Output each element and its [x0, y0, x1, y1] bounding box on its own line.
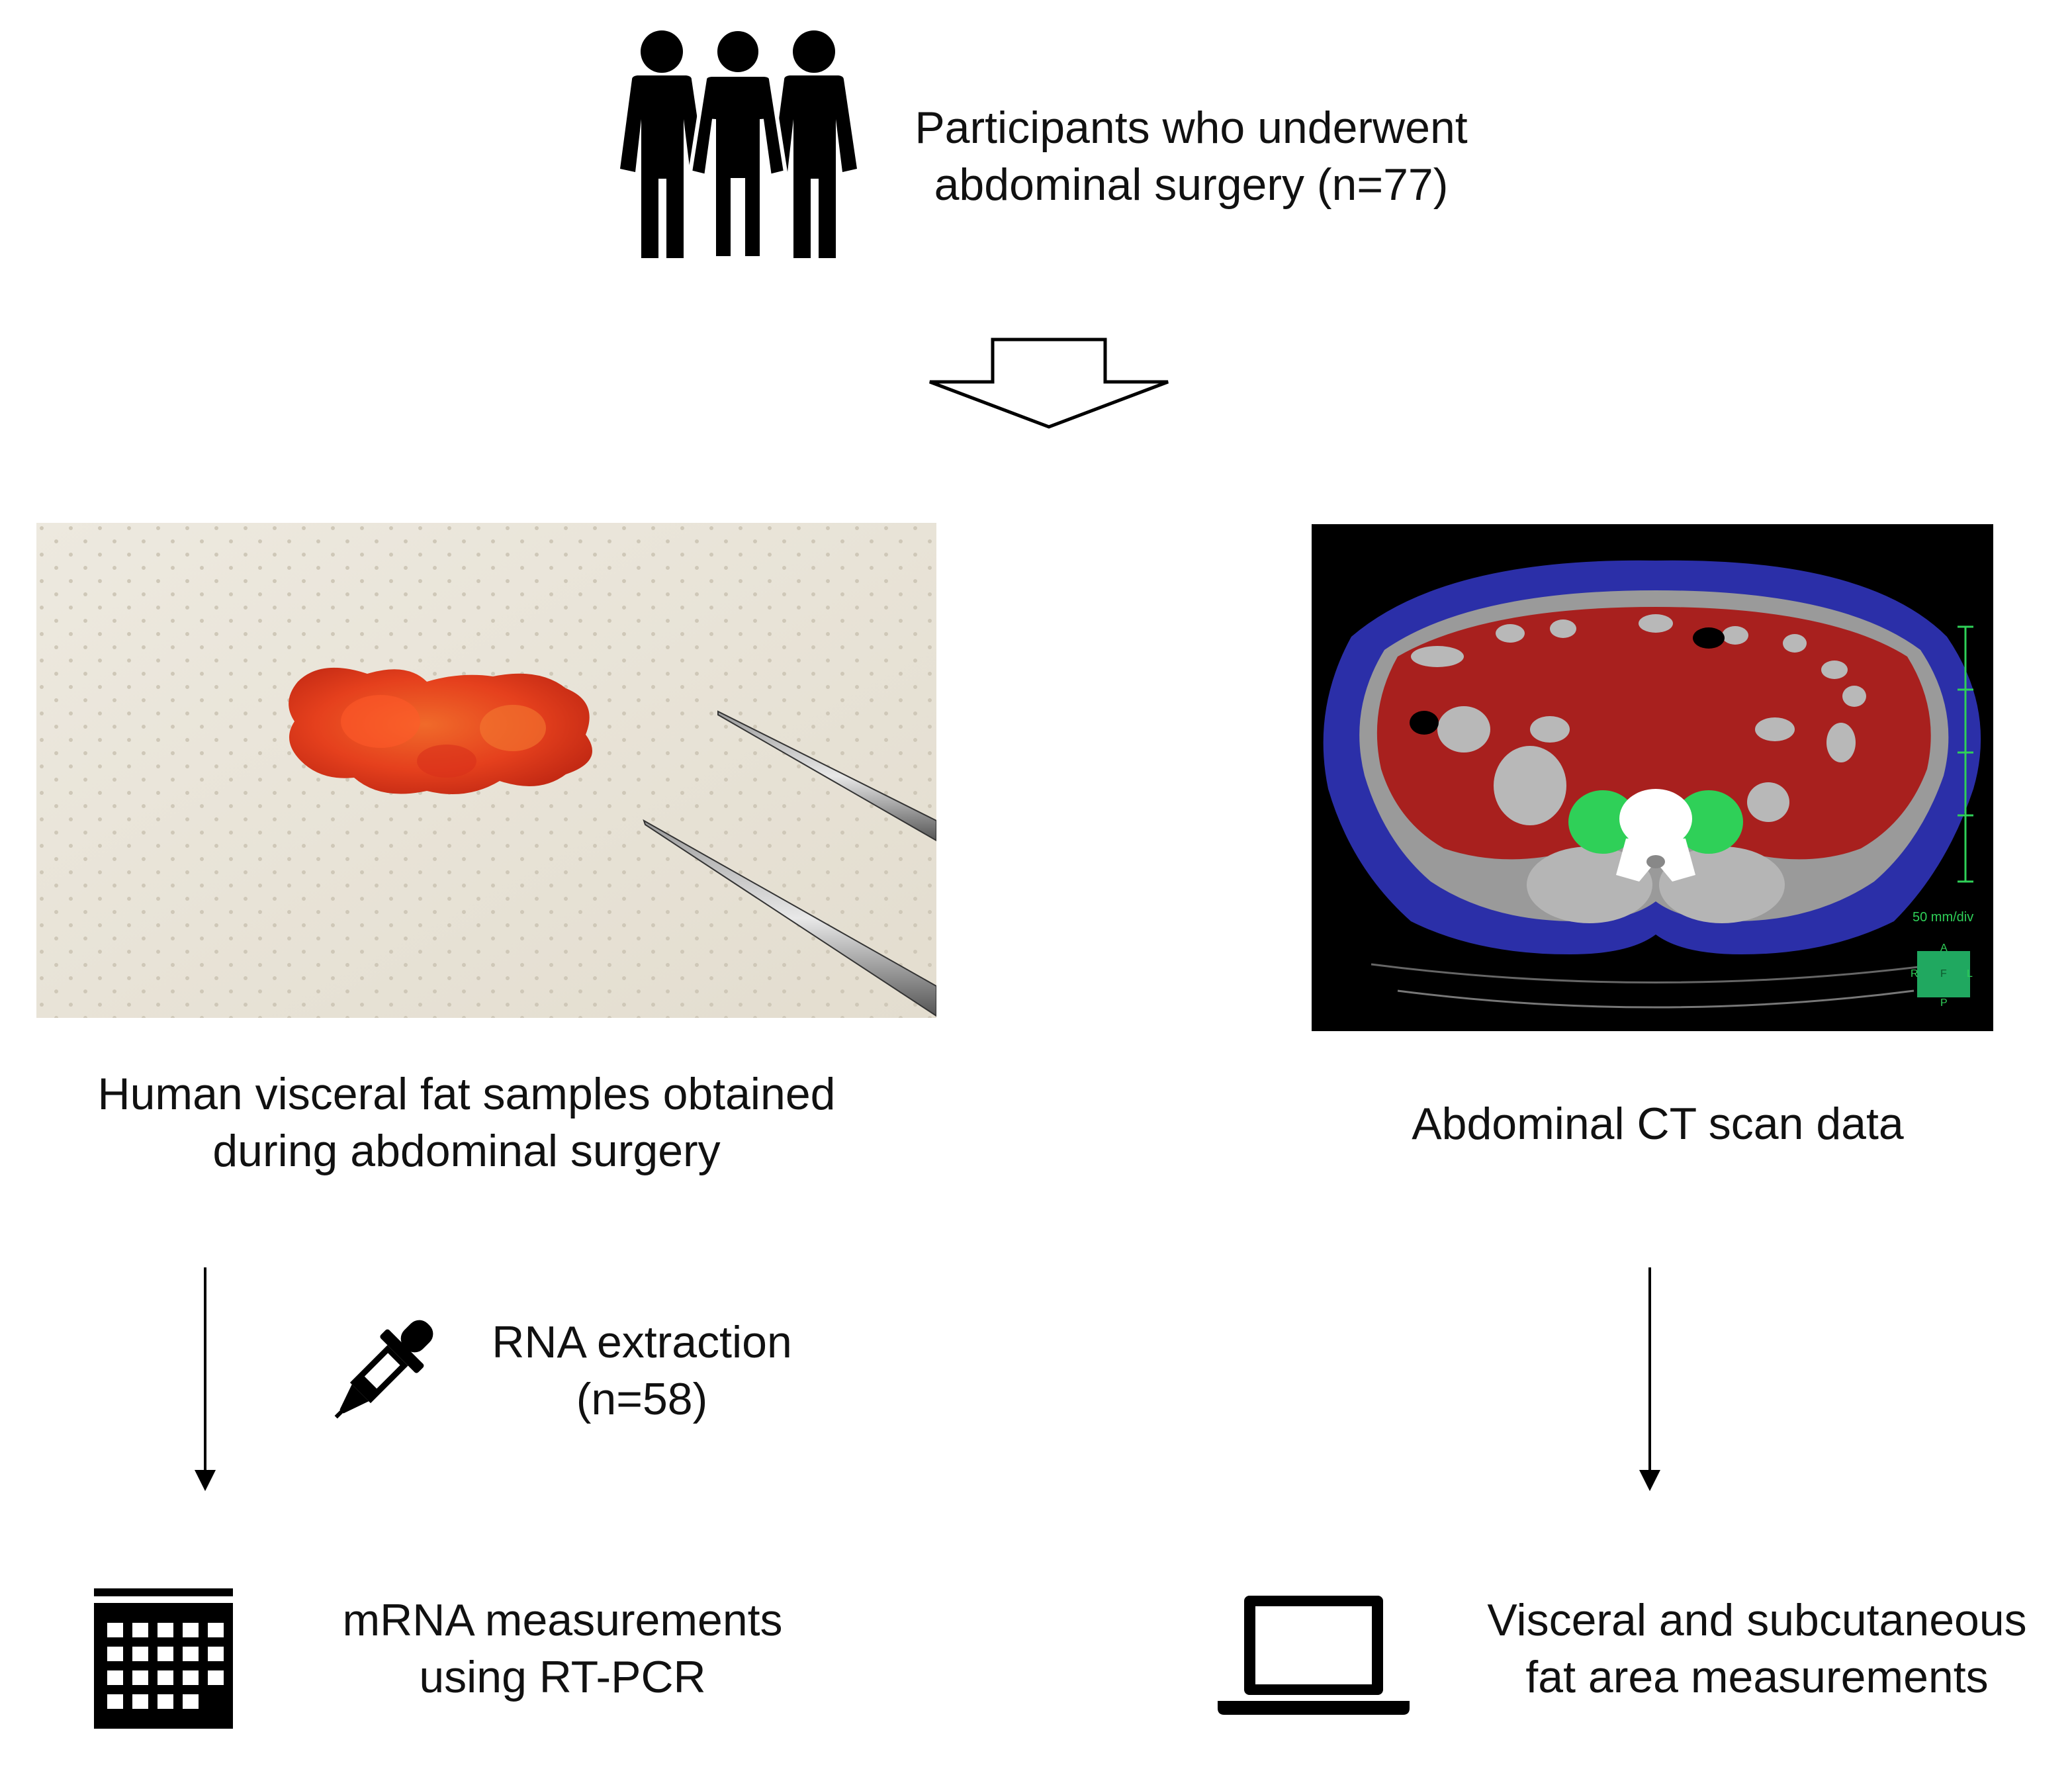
- fat-sample-caption-line2: during abdominal surgery: [212, 1126, 721, 1176]
- mrna-measurements-line1: mRNA measurements: [342, 1595, 783, 1645]
- hollow-down-arrow: [920, 334, 1178, 433]
- left-down-arrow: [192, 1267, 218, 1492]
- ct-orient-center: F: [1940, 968, 1947, 980]
- participants-line2: abdominal surgery (n=77): [934, 160, 1449, 210]
- ct-scan-caption: Abdominal CT scan data: [1412, 1099, 1904, 1149]
- ct-orient-right: L: [1967, 968, 1973, 980]
- people-group-icon: [606, 26, 870, 271]
- fat-sample-caption-line1: Human visceral fat samples obtained: [97, 1069, 836, 1119]
- mrna-measurements-line2: using RT-PCR: [419, 1652, 706, 1702]
- ct-orient-left: R: [1911, 968, 1918, 980]
- fat-area-measurements-line1: Visceral and subcutaneous: [1487, 1595, 2027, 1645]
- abdominal-ct-scan-image: 50 mm/div A R F L P: [1312, 524, 1993, 1031]
- ct-orient-bottom: P: [1940, 997, 1948, 1009]
- ct-scale-label: 50 mm/div: [1913, 910, 1973, 925]
- laptop-icon: [1214, 1592, 1413, 1717]
- rna-extraction-line1: RNA extraction: [492, 1317, 792, 1367]
- dropper-icon: [321, 1310, 443, 1433]
- right-down-arrow: [1637, 1267, 1663, 1492]
- participants-line1: Participants who underwent: [915, 103, 1468, 153]
- plate-grid-icon: [93, 1588, 235, 1731]
- ct-orient-top: A: [1940, 942, 1948, 954]
- fat-area-measurements-line2: fat area measurements: [1525, 1652, 1989, 1702]
- rna-extraction-line2: (n=58): [576, 1374, 708, 1424]
- visceral-fat-sample-photo: [36, 523, 936, 1018]
